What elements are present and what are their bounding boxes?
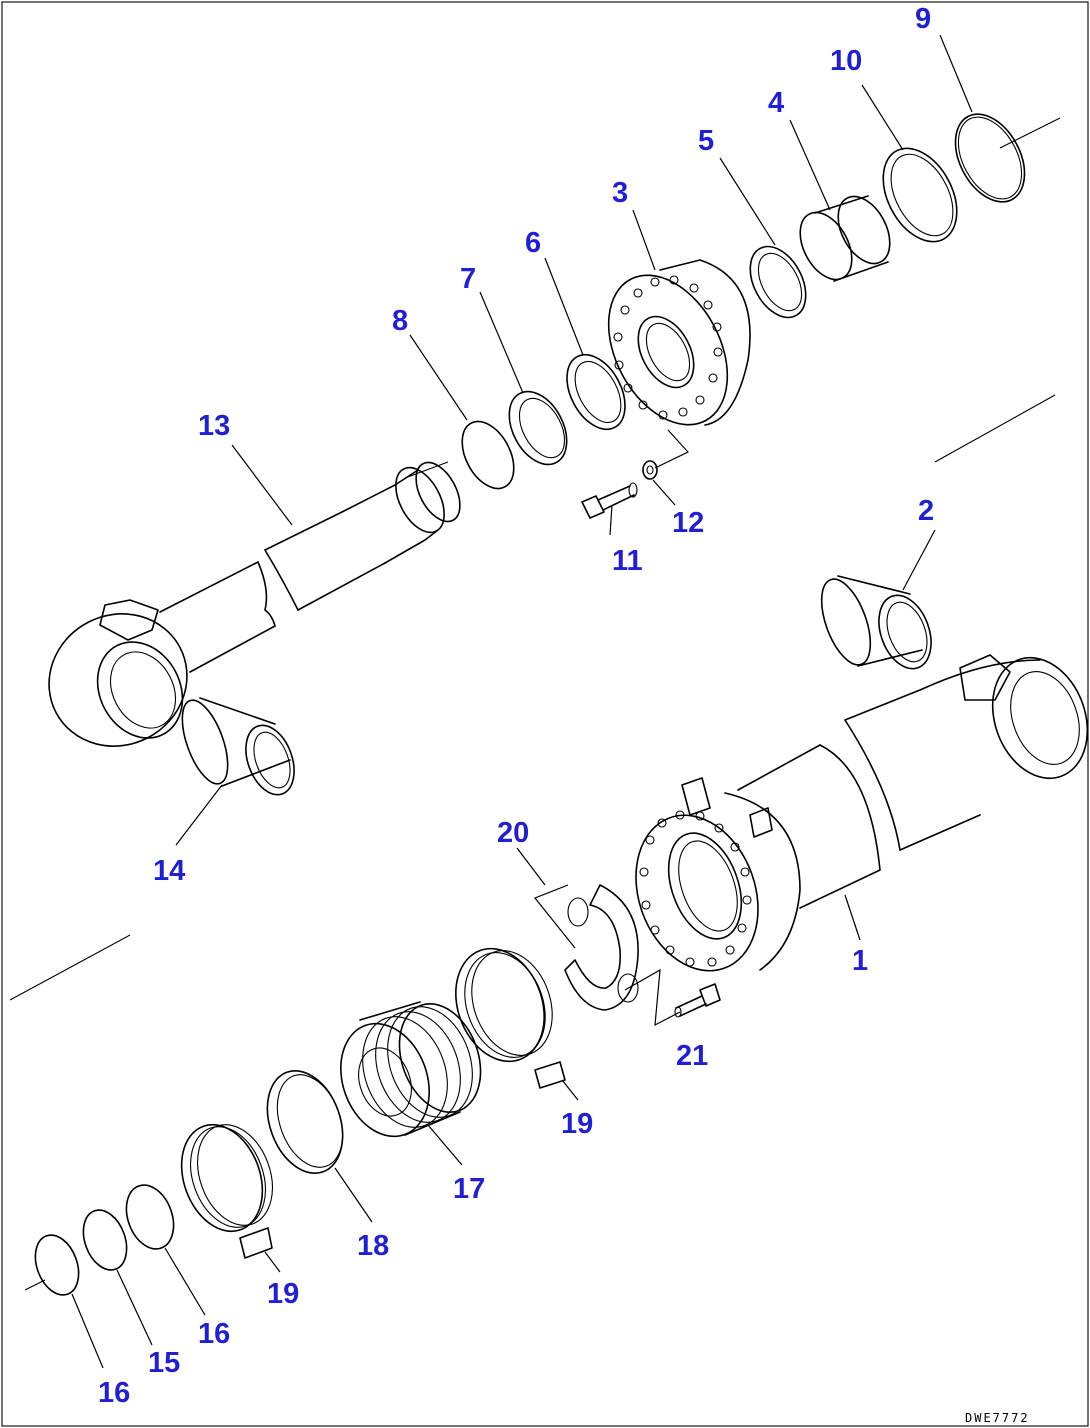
part-10-backup-ring [882,147,958,243]
part-7-dust-seal [508,390,568,466]
leader-20-bracket [534,884,576,949]
part-9-o-ring [954,113,1026,203]
callout-20: 20 [497,817,529,849]
callout-5: 5 [698,125,714,157]
part-5-buffer-ring [749,245,807,319]
callout-15: 15 [148,1347,180,1379]
callout-14: 14 [153,855,185,887]
part-12-washer [642,460,658,480]
part-11-bolt [581,482,638,519]
callout-labels: 9 10 4 5 3 6 7 8 13 12 11 2 14 20 1 21 1… [98,3,934,1409]
part-19-wear-ring-lower [180,1123,273,1259]
callout-12: 12 [672,507,704,539]
callout-11: 11 [612,545,643,577]
callout-1: 1 [852,945,868,977]
part-8-snap-ring [461,420,515,490]
center-axes [9,117,1061,1291]
callout-13: 13 [198,410,230,442]
callout-10: 10 [830,45,862,77]
callout-7: 7 [460,263,476,295]
callout-8: 8 [392,305,408,337]
drawing-code: DWE7772 [965,1411,1030,1425]
callout-6: 6 [525,227,541,259]
part-6-rod-packing [566,353,626,431]
part-1-cylinder-tube [635,654,1089,972]
callout-17: 17 [453,1173,485,1205]
callout-19-lower: 19 [267,1278,299,1310]
part-4-bushing [799,195,891,282]
part-17-piston [340,1001,482,1138]
part-16-ring-lower [34,1234,80,1296]
part-14-bushing [181,697,295,796]
callout-3: 3 [612,177,628,209]
part-16-ring-upper [125,1184,175,1250]
callout-2: 2 [918,495,934,527]
part-2-bushing [820,575,932,670]
callout-21: 21 [676,1040,708,1072]
leader-21-bracket [624,968,681,1027]
part-15-ring [82,1209,128,1271]
part-3-cylinder-head [607,259,751,426]
leader-lines [71,34,973,1369]
part-21-bolt [674,983,721,1018]
callout-9: 9 [915,3,931,35]
callout-18: 18 [357,1230,389,1262]
callout-16-lower: 16 [98,1377,130,1409]
callout-16-upper: 16 [198,1318,230,1350]
leader-3-bracket [654,429,689,469]
part-18-ring [266,1069,344,1175]
callout-19-upper: 19 [561,1108,593,1140]
part-13-piston-rod [48,461,461,747]
part-20-ring [564,884,639,1011]
callout-4: 4 [768,87,784,119]
